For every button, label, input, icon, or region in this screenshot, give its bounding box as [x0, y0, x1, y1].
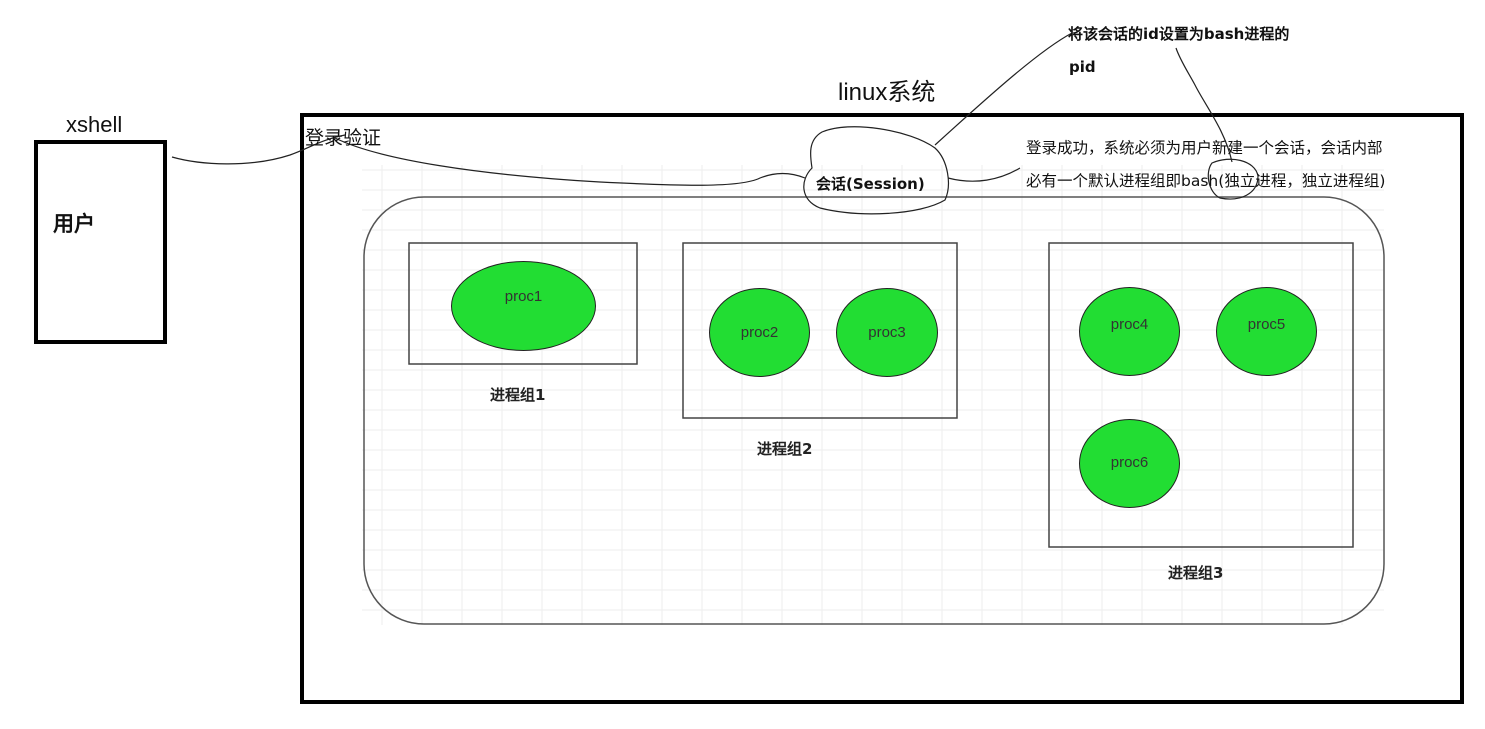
linux-system-title: linux系统 [838, 79, 936, 106]
proc-label: proc5 [1247, 316, 1286, 333]
login-note-line2: 必有一个默认进程组即bash(独立进程，独立进程组) [1026, 169, 1385, 191]
group-box-2 [682, 242, 958, 419]
hand-drawn-annotations [171, 32, 1259, 215]
group-label-2: 进程组2 [757, 440, 813, 458]
xshell-label: xshell [66, 112, 123, 137]
proc-node-5: proc5 [1216, 287, 1317, 376]
login-to-session-line [334, 137, 806, 186]
group-label-3: 进程组3 [1168, 564, 1224, 582]
session-label: 会话(Session) [816, 175, 925, 193]
user-box [34, 140, 167, 344]
session-circle-scribble [803, 126, 949, 215]
user-label: 用户 [53, 212, 95, 236]
proc-label: proc2 [740, 324, 779, 341]
proc-label: proc3 [868, 324, 906, 341]
proc-node-2: proc2 [709, 288, 810, 377]
session-id-note-line2: pid [1069, 58, 1096, 76]
group-label-1: 进程组1 [490, 386, 546, 404]
session-to-bash-line [947, 167, 1021, 182]
bash-circle-scribble [1207, 158, 1259, 200]
group-box-1 [408, 242, 638, 365]
proc-label: proc1 [504, 287, 543, 305]
session-id-note-line1: 将该会话的id设置为bash进程的 [1068, 25, 1290, 43]
proc-node-4: proc4 [1079, 287, 1180, 376]
login-note-line1: 登录成功，系统必须为用户新建一个会话，会话内部 [1026, 139, 1383, 157]
proc-label: proc6 [1110, 454, 1149, 471]
session-to-note-line [934, 32, 1073, 146]
group-box-3 [1048, 242, 1354, 548]
login-note-line2-part2: (独立进程，独立进程组) [1218, 172, 1386, 190]
login-note-bash: bash [1181, 172, 1219, 190]
login-verify-label: 登录验证 [305, 127, 382, 149]
proc-node-6: proc6 [1079, 419, 1180, 508]
bash-to-note-line [1175, 47, 1233, 163]
proc-node-1: proc1 [451, 261, 596, 351]
login-note-line2-part1: 必有一个默认进程组即 [1026, 172, 1182, 190]
session-container [363, 196, 1385, 625]
xshell-to-login-line [171, 134, 346, 165]
proc-label: proc4 [1110, 316, 1149, 333]
linux-system-frame [300, 113, 1464, 704]
proc-node-3: proc3 [836, 288, 938, 377]
